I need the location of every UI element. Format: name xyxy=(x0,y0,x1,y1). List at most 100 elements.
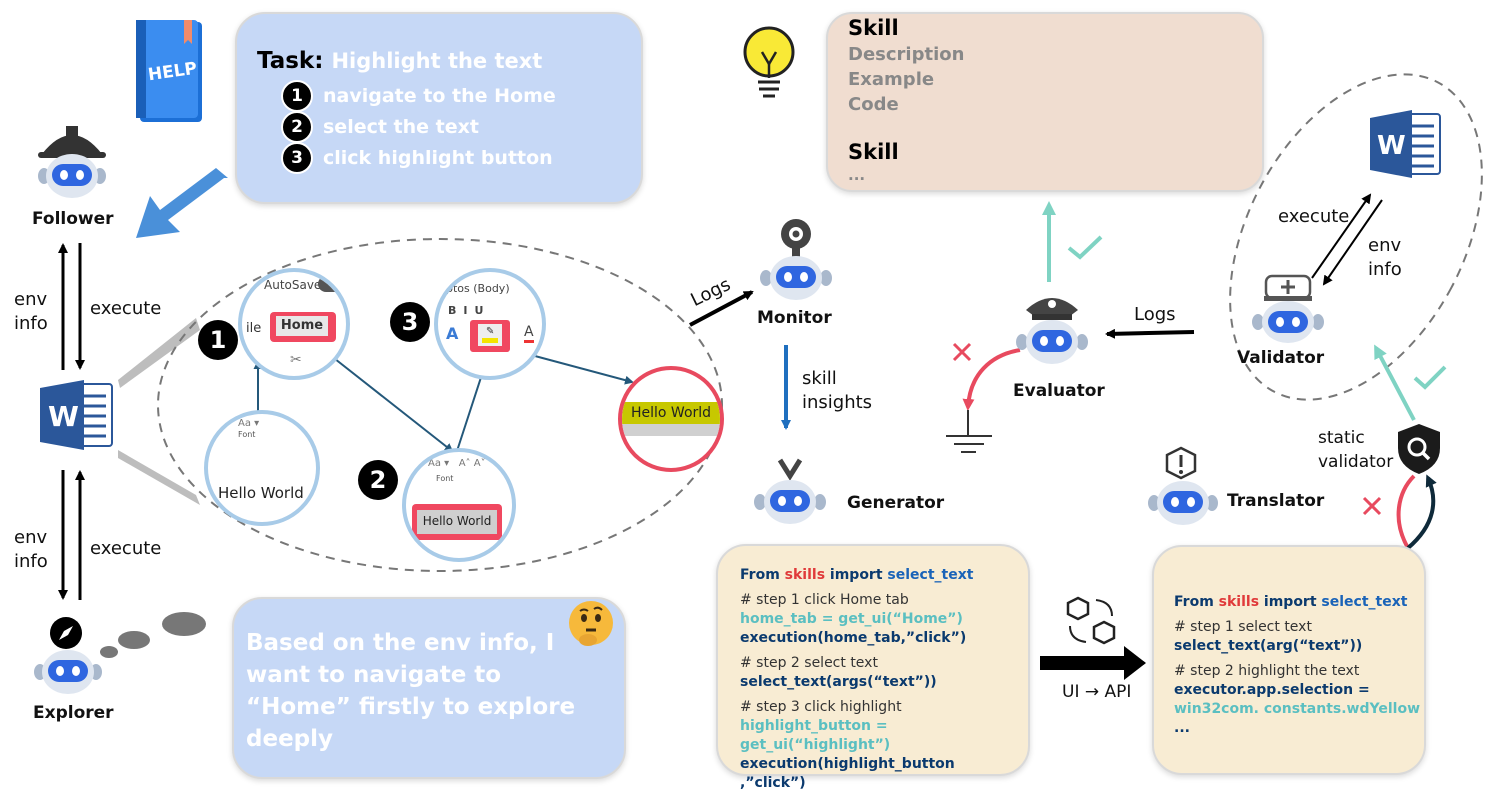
validator-agent xyxy=(1252,274,1324,346)
font-color-icon: A xyxy=(524,324,534,343)
robot-icon xyxy=(1148,481,1218,525)
font-size-icon: Aa ▾ xyxy=(238,418,260,429)
task-step: 3 click highlight button xyxy=(281,141,556,174)
generator-agent xyxy=(754,456,826,528)
robot-icon xyxy=(760,219,832,300)
task-to-follower-arrow xyxy=(136,168,228,238)
edge-label-static-validator: static validator xyxy=(1318,428,1394,472)
follower-agent xyxy=(36,120,108,200)
skill-field-example: Example xyxy=(848,69,935,90)
monitor-label: Monitor xyxy=(757,308,832,328)
zoom-select-text: Aa ▾ A˄ A˅ Font Hello World xyxy=(402,448,516,562)
highlighter-icon: ✎ xyxy=(486,326,495,337)
code-line: executor.app.selection = xyxy=(1174,682,1370,698)
task-prefix: Task xyxy=(257,48,315,74)
skill-ellipsis: ... xyxy=(848,166,866,184)
kw-import: import xyxy=(1263,594,1317,610)
zoom-highlighted-result: Hello World xyxy=(618,366,724,472)
svg-text:W: W xyxy=(48,400,79,433)
step-number: 3 xyxy=(281,141,313,174)
translator-code: From skills import select_text # step 1 … xyxy=(1174,593,1420,738)
font-size-icon: Aa ▾ A˄ A˅ xyxy=(428,458,486,469)
cubes-icon xyxy=(1066,596,1118,646)
import-line: From skills import select_text xyxy=(1174,593,1420,612)
lightbulb-icon xyxy=(740,24,798,100)
thought-box: Based on the env info, I want to navigat… xyxy=(232,597,626,779)
skill-field-code: Code xyxy=(848,94,899,115)
zoom-font-body-label: ptos (Body) xyxy=(446,282,510,295)
edge-label-env-info-validator: env info xyxy=(1368,235,1402,280)
evaluator-label: Evaluator xyxy=(1013,381,1105,401)
task-step: 1 navigate to the Home xyxy=(281,79,556,112)
step-text: click highlight button xyxy=(323,146,553,169)
follower-label: Follower xyxy=(32,209,114,229)
task-step: 2 select the text xyxy=(281,110,556,143)
edge-label-ui-api: UI → API xyxy=(1062,682,1132,702)
import-line: From skills import select_text xyxy=(740,566,1020,585)
code-comment: # step 3 click highlight xyxy=(740,699,902,715)
task-title: Task: Highlight the text xyxy=(257,48,543,74)
code-line: execution(highlight_button ,”click”) xyxy=(740,756,955,791)
zoom-highlight-tool: ✎ xyxy=(470,320,510,352)
skill-heading-2: Skill xyxy=(848,140,899,164)
generator-code-box: From skills import select_text # step 1 … xyxy=(716,544,1030,791)
svg-text:W: W xyxy=(1377,131,1406,161)
monitor-agent xyxy=(758,216,834,306)
robot-icon xyxy=(38,126,106,198)
zoom-step-3-badge: 3 xyxy=(390,302,430,342)
edge-label-execute-validator: execute xyxy=(1278,206,1350,227)
ground-icon xyxy=(946,410,992,453)
zoom-font-label: Font xyxy=(238,430,256,439)
task-steps: 1 navigate to the Home 2 select the text… xyxy=(281,79,556,174)
check-icon xyxy=(1066,234,1104,260)
kw-import: import xyxy=(829,567,883,583)
robot-icon xyxy=(1016,298,1088,364)
edge-label-execute-bottom: execute xyxy=(90,538,162,559)
scissors-icon: ✂ xyxy=(290,352,302,368)
shield-search-icon xyxy=(1396,422,1442,476)
code-comment: # step 1 select text xyxy=(1174,619,1312,635)
code-line: highlight_button = get_ui(“highlight”) xyxy=(740,718,891,753)
thought-text: Based on the env info, I want to navigat… xyxy=(246,630,576,752)
edge-label-logs-evaluator: Logs xyxy=(1134,304,1176,325)
validator-label: Validator xyxy=(1237,348,1325,368)
edge-label-skill-insights: skill insights xyxy=(802,368,873,413)
code-comment: # step 1 click Home tab xyxy=(740,592,909,608)
generator-code: From skills import select_text # step 1 … xyxy=(740,566,1020,793)
code-comment: # step 2 select text xyxy=(740,655,878,671)
kw-from: From xyxy=(740,567,780,583)
explorer-label: Explorer xyxy=(33,703,114,723)
translator-shield-icon xyxy=(1164,446,1198,480)
help-book-icon: HELP xyxy=(134,18,206,124)
word-icon: W xyxy=(40,378,116,452)
translator-label: Translator xyxy=(1227,491,1325,511)
translator-agent xyxy=(1148,478,1218,528)
robot-icon xyxy=(34,650,102,694)
cross-icon xyxy=(1362,496,1382,516)
toggle-icon xyxy=(318,276,346,292)
zoom-selected-text: Hello World xyxy=(412,504,502,540)
zoom-home-text: Home xyxy=(276,316,328,336)
cross-icon xyxy=(952,342,972,362)
step-number: 2 xyxy=(281,110,313,143)
word-icon: W xyxy=(1370,108,1442,180)
code-line: select_text(arg(“text”)) xyxy=(1174,638,1363,654)
zoom-hello-world-plain: Aa ▾ Font Hello World xyxy=(204,410,320,526)
robot-icon xyxy=(754,458,826,524)
zoom-hello-text: Hello World xyxy=(218,484,304,502)
zoom-selected-hello: Hello World xyxy=(417,510,497,534)
zoom-step-2-badge: 2 xyxy=(358,460,398,500)
kw-module: skills xyxy=(784,567,826,583)
step-text: navigate to the Home xyxy=(323,84,556,107)
code-line: home_tab = get_ui(“Home”) xyxy=(740,611,963,627)
task-box: Task: Highlight the text 1 navigate to t… xyxy=(235,12,643,204)
zoom-autosave-label: AutoSave xyxy=(264,278,322,292)
edge-label-env-info-bottom: env info xyxy=(14,527,48,572)
zoom-highlighted-text: Hello World xyxy=(631,405,712,421)
zoom-font-label: Font xyxy=(436,474,454,483)
step-number: 1 xyxy=(281,79,313,112)
format-icons: BIU xyxy=(448,304,491,317)
code-line: win32com. constants.wdYellow xyxy=(1174,701,1420,717)
code-line: ... xyxy=(1174,720,1190,736)
